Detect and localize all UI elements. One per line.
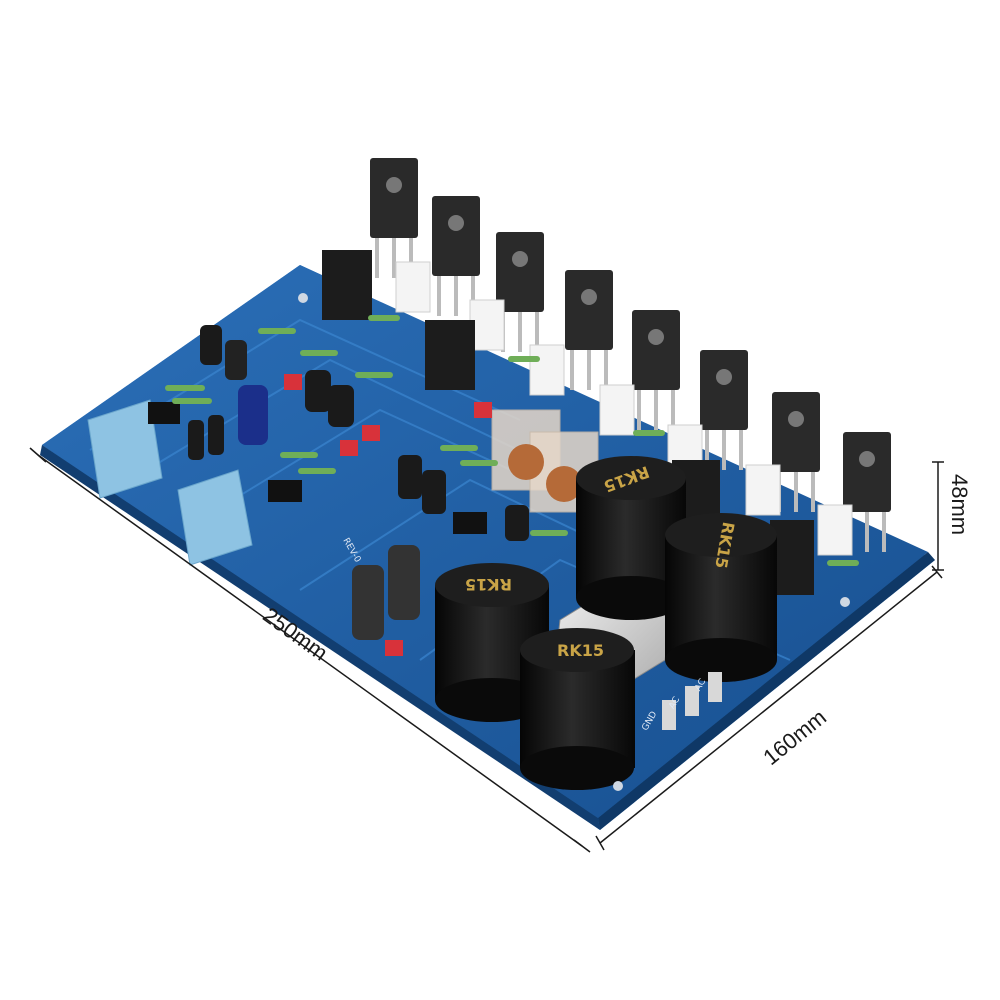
capacitor-marking: RK15: [465, 575, 512, 594]
ic-chips: [148, 402, 487, 534]
transistor-1: [370, 158, 418, 278]
filter-capacitor-3: RK15: [435, 563, 549, 722]
signal-resistors: [165, 315, 859, 566]
transistor-5: [632, 310, 680, 430]
transistor-6: [700, 350, 748, 470]
filter-capacitors: RK15 RK15 RK15 RK15: [435, 456, 777, 790]
filter-capacitor-2: RK15: [665, 513, 777, 682]
small-capacitors: [188, 325, 529, 640]
power-transistors: [370, 158, 891, 552]
driver-heatsinks: [322, 250, 814, 595]
mounting-holes: [298, 293, 850, 791]
dimension-lines: [29, 447, 944, 853]
dimension-width: 160mm: [758, 704, 831, 770]
film-capacitors: [87, 399, 253, 566]
dimension-height: 48mm: [947, 474, 972, 535]
red-capacitors: [284, 374, 492, 656]
filter-capacitor-4: RK15: [520, 628, 635, 790]
ceramic-resistors: [395, 261, 853, 556]
capacitor-marking: RK15: [557, 641, 604, 660]
transistor-2: [432, 196, 480, 316]
transistor-4: [565, 270, 613, 390]
